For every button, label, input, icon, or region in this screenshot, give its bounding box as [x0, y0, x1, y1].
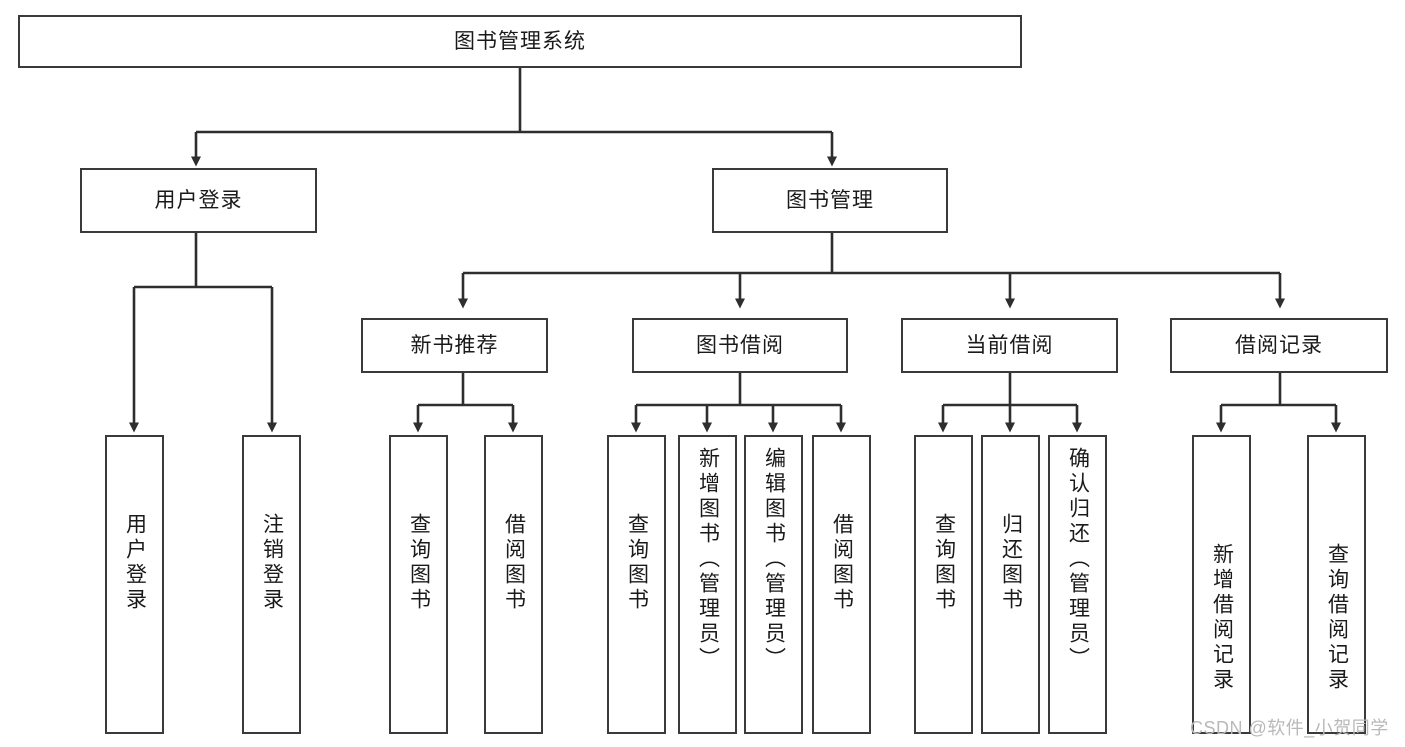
leaf-user-login[interactable]: 用户登录 [105, 435, 164, 734]
node-label: 查询借阅记录 [1325, 543, 1349, 693]
node-label: 用户登录 [154, 188, 243, 212]
node-label: 查询图书 [407, 513, 431, 613]
leaf-current-confirm-return-admin[interactable]: 确认归还（管理员） [1048, 435, 1107, 734]
node-root-book-management-system[interactable]: 图书管理系统 [18, 15, 1022, 68]
node-label: 查询图书 [932, 513, 956, 613]
node-user-login[interactable]: 用户登录 [80, 168, 317, 233]
node-label: 查询图书 [625, 513, 649, 613]
csdn-watermark: CSDN @软件_小贺同学 [1190, 718, 1389, 738]
node-label: 归还图书 [999, 513, 1023, 613]
node-label: 图书管理 [786, 188, 874, 212]
node-label: 注销登录 [260, 513, 284, 613]
leaf-current-query-book[interactable]: 查询图书 [914, 435, 973, 734]
node-book-management[interactable]: 图书管理 [712, 168, 948, 233]
node-label: 编辑图书（管理员） [762, 447, 786, 672]
node-label: 用户登录 [123, 513, 147, 613]
node-book-borrowing[interactable]: 图书借阅 [632, 318, 848, 373]
leaf-current-return-book[interactable]: 归还图书 [981, 435, 1040, 734]
node-label: 当前借阅 [965, 333, 1054, 357]
leaf-borrow-query-book[interactable]: 查询图书 [607, 435, 666, 734]
leaf-borrow-edit-book-admin[interactable]: 编辑图书（管理员） [744, 435, 803, 734]
node-label: 确认归还（管理员） [1066, 447, 1090, 672]
node-new-book-recommendation[interactable]: 新书推荐 [361, 318, 548, 373]
leaf-record-query[interactable]: 查询借阅记录 [1307, 435, 1366, 734]
node-borrowing-record[interactable]: 借阅记录 [1170, 318, 1388, 373]
leaf-borrow-borrow-book[interactable]: 借阅图书 [812, 435, 871, 734]
node-label: 借阅图书 [830, 513, 854, 613]
leaf-logout[interactable]: 注销登录 [242, 435, 301, 734]
node-label: 新增图书（管理员） [696, 447, 720, 672]
node-label: 借阅图书 [502, 513, 526, 613]
node-label: 图书管理系统 [454, 29, 586, 53]
node-label: 新增借阅记录 [1210, 543, 1234, 693]
node-current-borrowing[interactable]: 当前借阅 [901, 318, 1118, 373]
leaf-record-add[interactable]: 新增借阅记录 [1192, 435, 1251, 734]
leaf-borrow-add-book-admin[interactable]: 新增图书（管理员） [678, 435, 737, 734]
leaf-rec-query-book[interactable]: 查询图书 [389, 435, 448, 734]
node-label: 图书借阅 [696, 333, 784, 357]
leaf-rec-borrow-book[interactable]: 借阅图书 [484, 435, 543, 734]
node-label: 新书推荐 [410, 333, 499, 357]
node-label: 借阅记录 [1235, 333, 1323, 357]
